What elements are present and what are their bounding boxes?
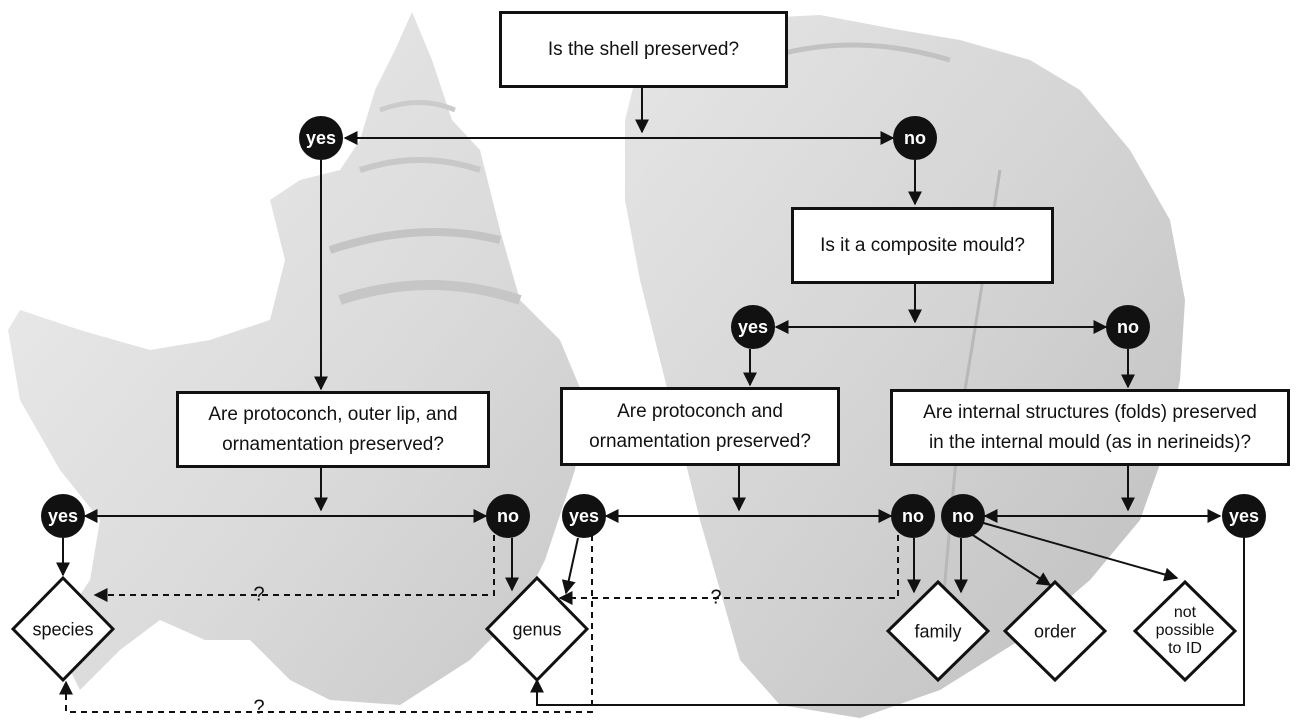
outcome-genus-label: genus [512, 621, 561, 640]
outcome-order-label: order [1034, 623, 1076, 642]
outcome-not-possible-label: not possible to ID [1156, 604, 1215, 658]
uncertain-mark-genus: ? [710, 587, 721, 610]
uncertain-mark-species: ? [253, 584, 264, 607]
outcome-family-label: family [914, 623, 961, 642]
uncertain-mark-bottom: ? [253, 697, 264, 720]
outcome-species-label: species [32, 621, 93, 640]
